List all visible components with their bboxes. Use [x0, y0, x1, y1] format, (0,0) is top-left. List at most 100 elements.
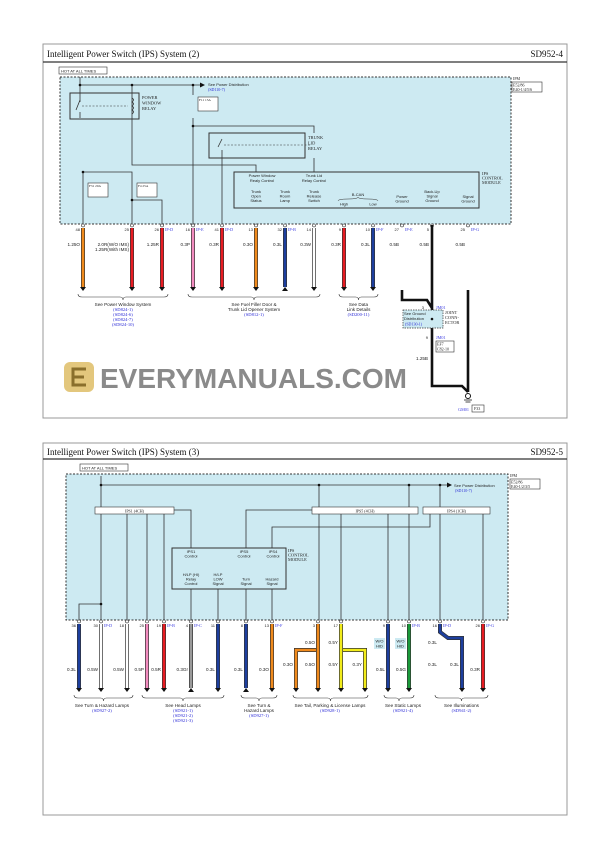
- reference-link[interactable]: (SD824-7): [113, 317, 133, 322]
- reference-link[interactable]: (SD824-1): [113, 307, 133, 312]
- pin-number: 14: [307, 227, 312, 232]
- arrow-icon: [293, 688, 299, 692]
- panel-sd952-5: Intelligent Power Switch (IPS) System (3…: [42, 442, 568, 816]
- wire-label: 2.0R(W/O IMS): [98, 242, 130, 247]
- pin-13-wire[interactable]: 130.3O: [243, 223, 259, 291]
- connector-tag: IP-D: [104, 623, 112, 628]
- wire-label: 0.3L: [234, 667, 243, 672]
- reference-link[interactable]: (SD941-2): [452, 708, 472, 713]
- reference-group: See Illuminations(SD941-2): [434, 694, 489, 713]
- connector-tag: IP-D: [165, 227, 173, 232]
- pin-25-wire[interactable]: 252.0R(W/O IMS)1.25R(With IMS): [95, 223, 135, 291]
- can-high-label: High: [340, 202, 348, 207]
- pin-36-wire[interactable]: 360.3L: [67, 619, 82, 692]
- pin-8-wire[interactable]: 80.3L: [234, 619, 249, 692]
- joint-id: JM01: [436, 335, 446, 340]
- pin-number: 30: [94, 623, 99, 628]
- arrow-down-icon: [269, 688, 275, 692]
- arrow-down-icon: [161, 688, 167, 692]
- pin-48-wire[interactable]: 481.25O: [67, 223, 86, 291]
- trunk-lid-relay: [208, 132, 306, 159]
- reference-group: See Turn &Hazard Lamps(SD927-1): [240, 694, 278, 718]
- wire-label: 0.5G: [396, 667, 406, 672]
- pin-9-wire[interactable]: 90.3R: [331, 223, 347, 291]
- reference-link[interactable]: (SD812-1): [244, 312, 264, 317]
- reference-link[interactable]: (SD824-6): [113, 312, 133, 317]
- wire-label: 0.5O: [305, 662, 315, 667]
- brace: [434, 694, 489, 702]
- terminal-icon: [244, 619, 248, 624]
- reference-link[interactable]: (SD921-3): [173, 718, 193, 723]
- ground-icon: [465, 393, 471, 399]
- terminal-icon: [162, 619, 166, 624]
- reference-group: See Power Window System(SD824-1)(SD824-6…: [77, 293, 169, 327]
- pin-25-wire[interactable]: 250.5P: [135, 619, 150, 692]
- reference-link[interactable]: (SD200-11): [348, 312, 370, 317]
- module-pin-label: Signal: [240, 581, 251, 586]
- pin-18-wire[interactable]: 180.5W: [113, 619, 130, 692]
- reference-link[interactable]: (SD928-1): [320, 708, 340, 713]
- pin-11-wire[interactable]: 110.3L: [206, 619, 221, 692]
- reference-link[interactable]: (SD927-1): [249, 713, 269, 718]
- reference-link[interactable]: (SD927-2): [92, 708, 112, 713]
- reference-link[interactable]: (SD921-2): [173, 713, 193, 718]
- wire-label: 0.3L: [361, 242, 370, 247]
- module-pin-label: LOW: [213, 577, 222, 582]
- page-code: SD952-5: [530, 447, 563, 457]
- wire-label: 1.25R(With IMS): [95, 247, 129, 252]
- wire-label: 0.3O: [243, 242, 253, 247]
- arrow-down-icon: [315, 688, 321, 692]
- terminal-icon: [312, 223, 316, 228]
- reference-link[interactable]: (SD921-1): [173, 708, 193, 713]
- arrow-down-icon: [338, 688, 344, 692]
- pin-14-wire[interactable]: 140.3W: [300, 223, 317, 291]
- ips4-box: [422, 506, 491, 515]
- wire-label: 0.5B: [420, 242, 429, 247]
- terminal-icon: [216, 619, 220, 624]
- wire-label: 0.5P: [135, 667, 144, 672]
- terminal-icon: [438, 619, 442, 624]
- power-distribution-ref[interactable]: (SD110-7): [208, 87, 226, 92]
- module-label: Trunk Lid: [306, 173, 323, 178]
- terminal-icon: [81, 223, 85, 228]
- ground-distribution-ref[interactable]: (SD130-1): [405, 322, 423, 327]
- wire-label: 0.5Y: [329, 662, 338, 667]
- module-pin-label: Hazard: [266, 577, 279, 582]
- module-name: CONTROL: [482, 176, 503, 181]
- joint-connector-label: JOINT: [445, 310, 458, 315]
- connector-tag: IP-E: [405, 227, 413, 232]
- pin-number: 10: [366, 227, 371, 232]
- reference-link[interactable]: (SD824-10): [112, 322, 134, 327]
- arrow-icon: [459, 688, 465, 692]
- arrow-down-icon: [159, 287, 165, 291]
- terminal-icon: [371, 223, 375, 228]
- page-title: Intelligent Power Switch (IPS) System (2…: [47, 49, 199, 59]
- pin-number: 9: [339, 227, 342, 232]
- connector-tag: IP-G: [471, 227, 479, 232]
- connector-tag: IP-E: [196, 227, 204, 232]
- pin-number: 5: [427, 227, 430, 232]
- ground-location: F33: [474, 406, 480, 411]
- connector-tag: IP-B: [288, 227, 296, 232]
- reference-link[interactable]: (SD921-4): [393, 708, 413, 713]
- power-distribution-ref[interactable]: (SD110-7): [455, 488, 473, 493]
